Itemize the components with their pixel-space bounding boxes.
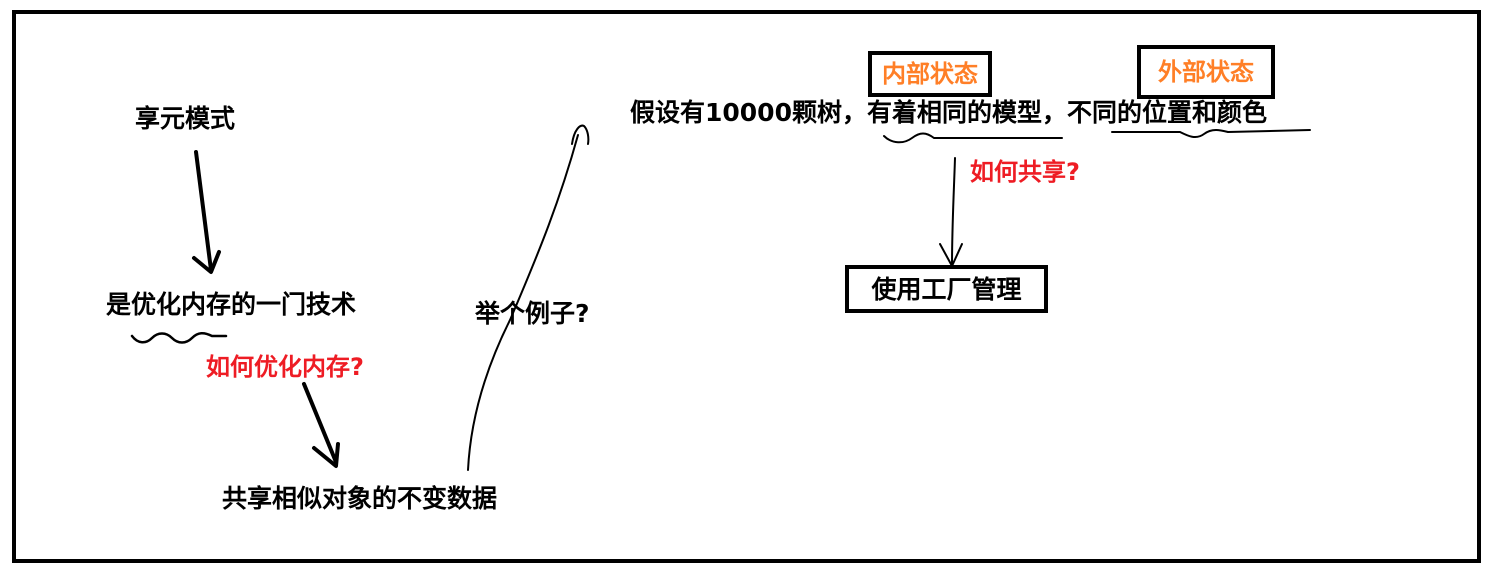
example-sentence-comma: ， [1042, 98, 1068, 127]
question-how-share: 如何共享? [970, 158, 1080, 186]
wavy-underline-extrinsic [1111, 129, 1311, 139]
example-intrinsic-phrase: 有着相同的模型 [866, 98, 1042, 127]
example-extrinsic-phrase: 不同的位置和颜色 [1067, 98, 1268, 127]
wavy-underline-intrinsic [883, 132, 1063, 144]
example-sentence-prefix: 假设有10000颗树， [630, 98, 867, 127]
arrow-answer-to-example [467, 124, 590, 471]
extrinsic-state-label: 外部状态 [1158, 58, 1254, 86]
factory-management-label: 使用工厂管理 [871, 274, 1022, 304]
question-example: 举个例子? [475, 299, 590, 328]
arrow-intrinsic-to-factory [939, 157, 963, 267]
wavy-underline-definition [130, 332, 228, 344]
definition-text: 是优化内存的一门技术 [106, 290, 357, 319]
intrinsic-state-label: 内部状态 [882, 60, 978, 88]
diagram-border [12, 10, 1481, 563]
arrow-question-to-answer [302, 382, 340, 468]
factory-management-box: 使用工厂管理 [845, 265, 1048, 313]
question-how-optimize-memory: 如何优化内存? [206, 353, 364, 381]
flyweight-pattern-title: 享元模式 [135, 104, 236, 133]
intrinsic-state-box: 内部状态 [868, 51, 992, 97]
example-sentence: 假设有10000颗树，有着相同的模型，不同的位置和颜色 [630, 100, 1267, 125]
arrow-title-to-definition [192, 150, 221, 274]
answer-share-immutable-data: 共享相似对象的不变数据 [222, 484, 498, 513]
extrinsic-state-box: 外部状态 [1137, 45, 1275, 99]
